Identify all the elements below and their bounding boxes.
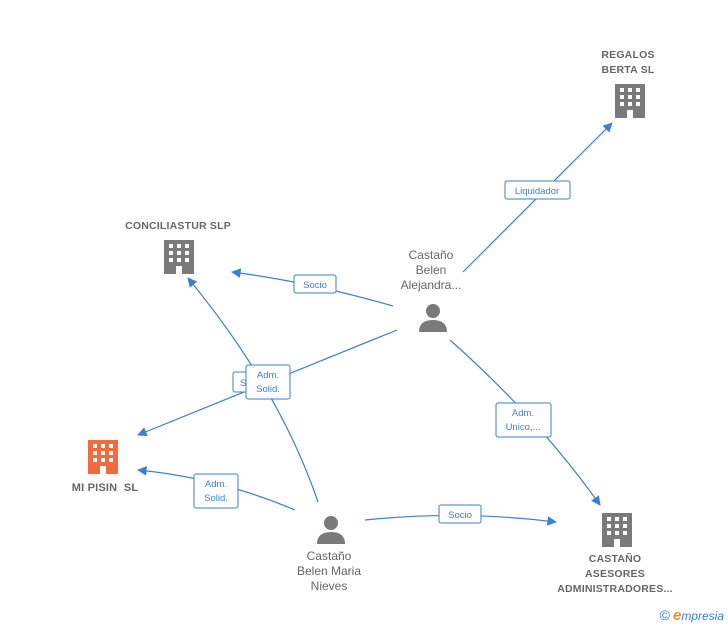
company-label-mipisin[interactable]: MI PISIN SL (50, 481, 160, 496)
label-line: BERTA SL (601, 64, 655, 76)
edge-label-socio-conciliastur: Socio (293, 274, 337, 294)
building-icon-conciliastur[interactable] (164, 240, 194, 274)
edge-label-adm-unico: Adm. Unico,... (495, 402, 552, 438)
label-line: ASESORES (585, 568, 645, 580)
person-icon-nieves[interactable] (317, 516, 345, 544)
brand-name: mpresia (681, 609, 724, 623)
edge-label-liquidador: Liquidador (504, 180, 571, 200)
label-line: Nieves (310, 579, 348, 593)
person-label-alejandra[interactable]: Castaño Belen Alejandra... (385, 248, 477, 293)
svg-text:Unico,...: Unico,... (506, 422, 541, 433)
svg-text:Adm.: Adm. (205, 479, 227, 490)
label-line: Belen Maria (296, 564, 362, 578)
edge-label-socio-asesores: Socio (438, 504, 482, 524)
edge-label-adm-solid-mid: Adm. Solid. (245, 364, 291, 400)
company-label-conciliastur[interactable]: CONCILIASTUR SLP (108, 219, 248, 234)
edge-label-adm-solid-low: Adm. Solid. (193, 473, 239, 509)
svg-text:Socio: Socio (303, 280, 327, 291)
label-line: REGALOS (601, 49, 655, 61)
svg-text:Solid.: Solid. (204, 493, 228, 504)
building-icon-regalos[interactable] (615, 84, 645, 118)
company-label-regalos[interactable]: REGALOS BERTA SL (578, 48, 678, 78)
label-line: CASTAÑO (588, 553, 642, 565)
brand-initial: e (672, 607, 682, 624)
building-icon-castano-asesores[interactable] (602, 513, 632, 547)
building-icon-mipisin[interactable] (88, 440, 118, 474)
label-line: Belen (415, 263, 447, 277)
svg-text:S: S (240, 378, 246, 389)
label-line: Alejandra... (400, 278, 462, 292)
label-line: Castaño (408, 248, 454, 262)
copyright-symbol: © (659, 607, 670, 623)
person-label-nieves[interactable]: Castaño Belen Maria Nieves (280, 549, 378, 594)
label-line: Castaño (306, 549, 352, 563)
company-label-castano-asesores[interactable]: CASTAÑO ASESORES ADMINISTRADORES... (545, 552, 685, 597)
label-line: MI PISIN SL (71, 482, 139, 494)
label-line: ADMINISTRADORES... (557, 583, 673, 595)
svg-text:Socio: Socio (448, 510, 472, 521)
svg-text:Adm.: Adm. (257, 370, 279, 381)
label-line: CONCILIASTUR SLP (125, 220, 231, 232)
svg-text:Liquidador: Liquidador (515, 186, 559, 197)
svg-text:Solid.: Solid. (256, 384, 280, 395)
person-icon-alejandra[interactable] (419, 304, 447, 332)
empresia-watermark: ©empresia (660, 607, 724, 624)
svg-text:Adm.: Adm. (512, 408, 534, 419)
